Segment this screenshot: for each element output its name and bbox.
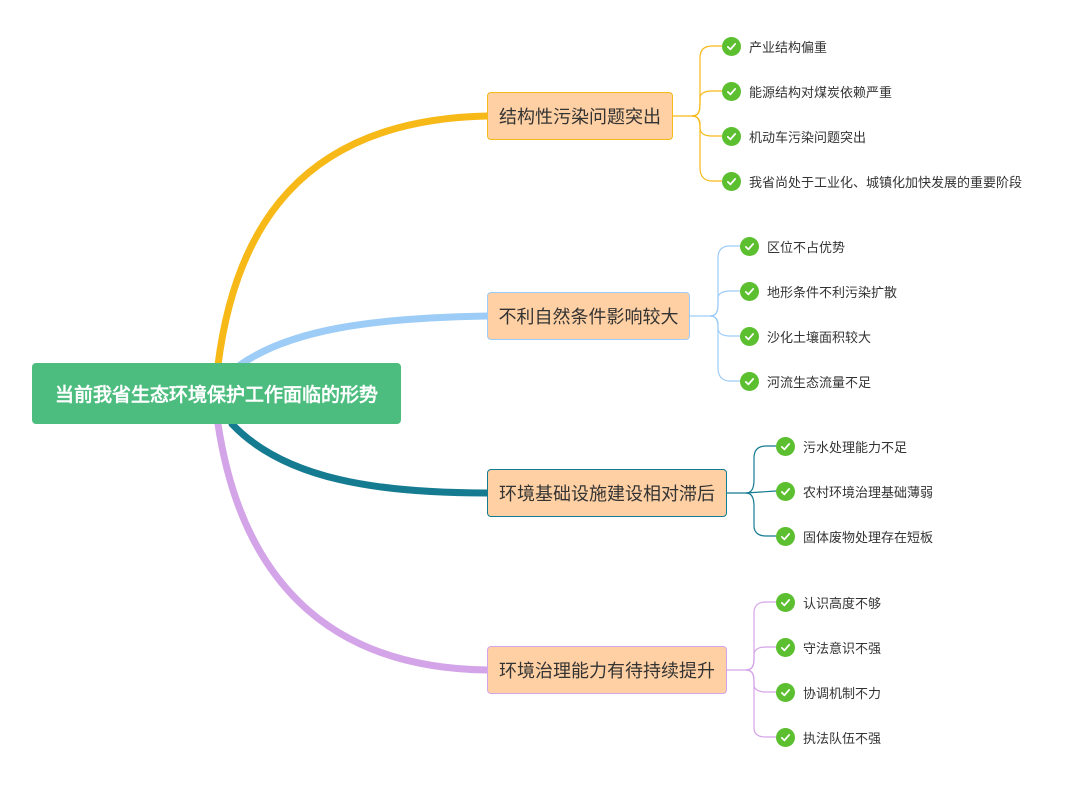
leaf-item: 固体废物处理存在短板 xyxy=(776,525,933,547)
root-topic: 当前我省生态环境保护工作面临的形势 xyxy=(32,363,401,424)
leaf-item: 河流生态流量不足 xyxy=(740,370,871,392)
check-circle-icon xyxy=(776,637,795,657)
check-circle-icon xyxy=(740,281,759,301)
leaf-label: 沙化土壤面积较大 xyxy=(767,330,872,346)
leaf-label: 区位不占优势 xyxy=(767,240,846,256)
leaf-item: 污水处理能力不足 xyxy=(776,435,907,457)
check-circle-icon xyxy=(722,36,741,56)
leaf-label: 地形条件不利污染扩散 xyxy=(767,285,898,301)
check-circle-icon xyxy=(776,682,795,702)
leaf-connectors-3 xyxy=(727,445,777,537)
leaf-item: 认识高度不够 xyxy=(776,591,881,613)
branch-connector-2 xyxy=(236,312,491,369)
branch-topic-1: 结构性污染问题突出 xyxy=(487,92,673,140)
branch-topic-label: 环境治理能力有待持续提升 xyxy=(499,661,715,682)
leaf-item: 农村环境治理基础薄弱 xyxy=(776,480,933,502)
branch-topic-3: 环境基础设施建设相对滞后 xyxy=(487,469,727,517)
check-circle-icon xyxy=(776,481,795,501)
check-circle-icon xyxy=(722,126,741,146)
leaf-item: 地形条件不利污染扩散 xyxy=(740,280,897,302)
leaf-label: 我省尚处于工业化、城镇化加快发展的重要阶段 xyxy=(749,175,1023,191)
branch-topic-4: 环境治理能力有待持续提升 xyxy=(487,646,727,694)
leaf-label: 执法队伍不强 xyxy=(803,731,882,747)
leaf-label: 河流生态流量不足 xyxy=(767,375,872,391)
leaf-label: 认识高度不够 xyxy=(803,596,882,612)
leaf-label: 固体废物处理存在短板 xyxy=(803,530,934,546)
check-circle-icon xyxy=(776,526,795,546)
branch-connector-4 xyxy=(214,420,491,674)
check-circle-icon xyxy=(740,236,759,256)
leaf-item: 执法队伍不强 xyxy=(776,726,881,748)
check-circle-icon xyxy=(740,326,759,346)
root-topic-label: 当前我省生态环境保护工作面临的形势 xyxy=(54,384,378,406)
check-circle-icon xyxy=(740,371,759,391)
leaf-item: 协调机制不力 xyxy=(776,681,881,703)
leaf-item: 沙化土壤面积较大 xyxy=(740,325,871,347)
leaf-label: 协调机制不力 xyxy=(803,686,882,702)
check-circle-icon xyxy=(722,81,741,101)
leaf-item: 机动车污染问题突出 xyxy=(722,125,866,147)
leaf-item: 能源结构对煤炭依赖严重 xyxy=(722,80,892,102)
leaf-label: 农村环境治理基础薄弱 xyxy=(803,485,934,501)
leaf-label: 守法意识不强 xyxy=(803,641,882,657)
check-circle-icon xyxy=(776,592,795,612)
leaf-item: 我省尚处于工业化、城镇化加快发展的重要阶段 xyxy=(722,170,1022,192)
check-circle-icon xyxy=(722,171,741,191)
leaf-item: 产业结构偏重 xyxy=(722,35,827,57)
leaf-label: 产业结构偏重 xyxy=(749,40,828,56)
branch-topic-2: 不利自然条件影响较大 xyxy=(487,292,690,340)
branch-topic-label: 不利自然条件影响较大 xyxy=(498,307,679,328)
leaf-connectors-4 xyxy=(727,601,776,738)
leaf-label: 污水处理能力不足 xyxy=(803,440,908,456)
check-circle-icon xyxy=(776,436,795,456)
leaf-item: 守法意识不强 xyxy=(776,636,881,658)
leaf-label: 能源结构对煤炭依赖严重 xyxy=(749,85,893,101)
branch-topic-label: 结构性污染问题突出 xyxy=(499,107,661,128)
leaf-connectors-1 xyxy=(673,45,722,182)
leaf-connectors-2 xyxy=(690,245,740,382)
leaf-label: 机动车污染问题突出 xyxy=(749,130,867,146)
branch-connector-3 xyxy=(228,420,491,497)
branch-connector-1 xyxy=(214,112,491,369)
branch-topic-label: 环境基础设施建设相对滞后 xyxy=(499,484,715,505)
check-circle-icon xyxy=(776,727,795,747)
leaf-item: 区位不占优势 xyxy=(740,235,845,257)
